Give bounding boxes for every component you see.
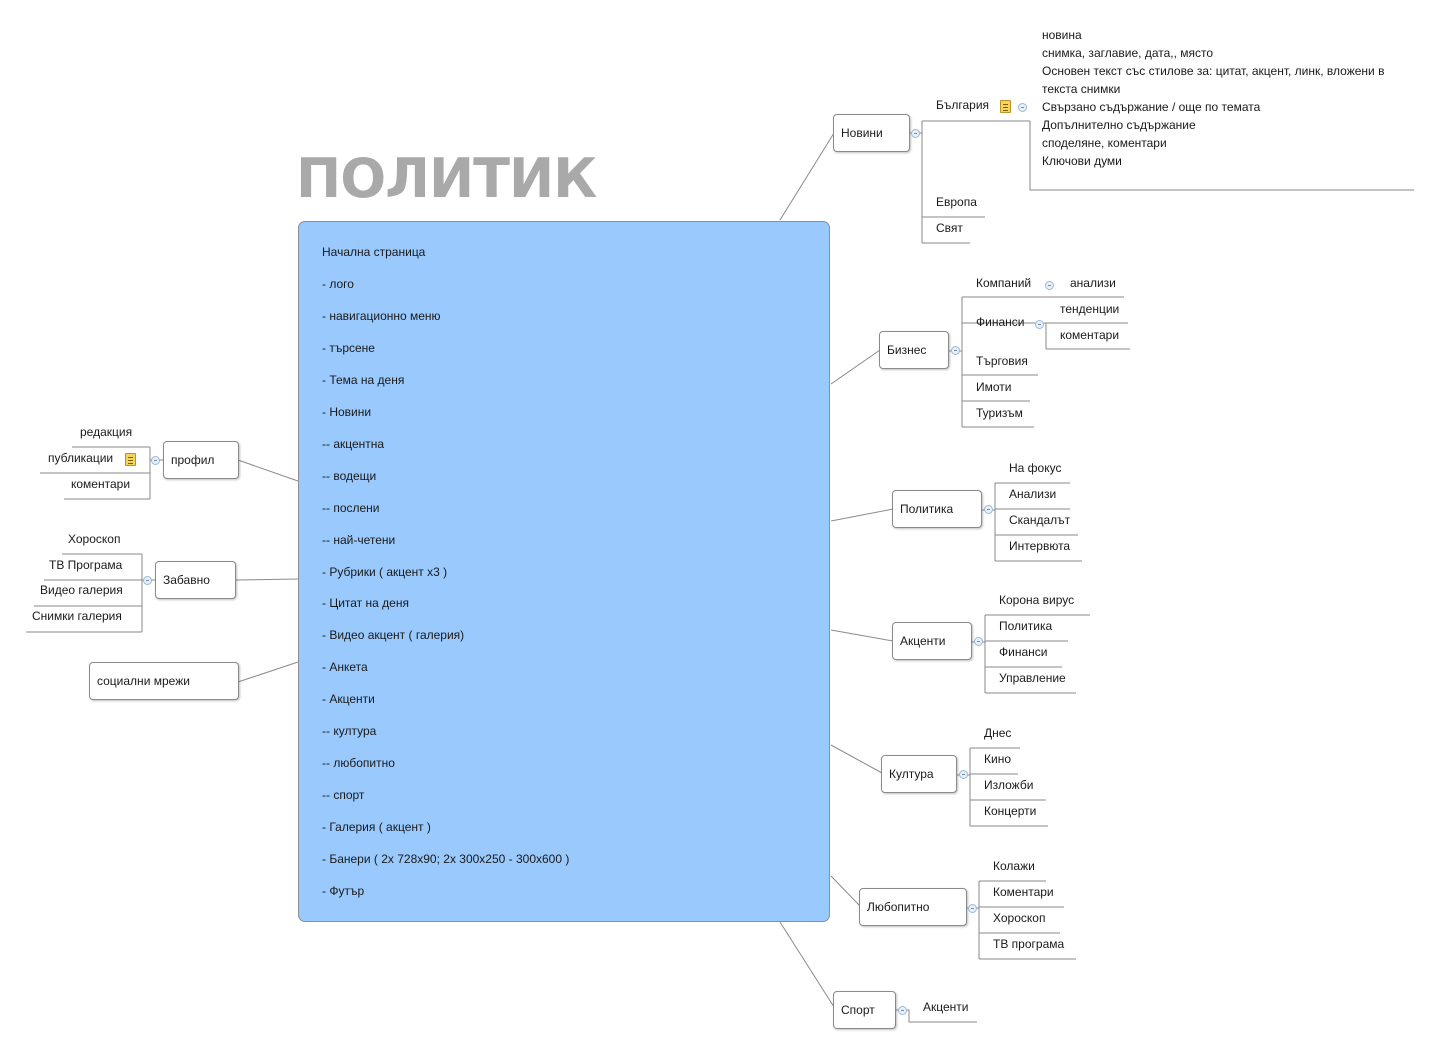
subtopic[interactable]: На фокус xyxy=(1009,461,1062,475)
topic-akcenti[interactable]: Акценти xyxy=(892,622,972,660)
subtopic-imoti[interactable]: Имоти xyxy=(976,380,1012,394)
subtopic[interactable]: Снимки галерия xyxy=(32,609,122,623)
collapse-toggle-icon[interactable] xyxy=(968,904,977,913)
central-item: - Галерия ( акцент ) xyxy=(322,820,431,834)
central-item: -- най-четени xyxy=(322,533,396,547)
subtopic[interactable]: ТВ програма xyxy=(993,937,1065,951)
subtopic[interactable]: Колажи xyxy=(993,859,1035,873)
subtopic[interactable]: редакция xyxy=(80,425,133,439)
collapse-toggle-icon[interactable] xyxy=(1018,103,1027,112)
subtopic[interactable]: Анализи xyxy=(1009,487,1057,501)
collapse-toggle-icon[interactable] xyxy=(143,576,152,585)
central-item: -- водещи xyxy=(322,469,377,483)
topic-novini[interactable]: Новини xyxy=(833,114,910,152)
central-item: - Акценти xyxy=(322,692,375,706)
subtopic[interactable]: Финанси xyxy=(999,645,1048,659)
note-icon[interactable] xyxy=(1000,100,1011,113)
collapse-toggle-icon[interactable] xyxy=(1045,281,1054,290)
topic-lyubopitno[interactable]: Любопитно xyxy=(859,888,967,926)
subtopic[interactable]: Скандалът xyxy=(1009,513,1071,527)
central-item: - Тема на деня xyxy=(322,373,405,387)
note-line: споделяне, коментари xyxy=(1042,136,1167,150)
subtopic[interactable]: Видео галерия xyxy=(40,583,123,597)
central-item: - лого xyxy=(322,277,354,291)
central-item: - Цитат на деня xyxy=(322,596,409,610)
collapse-toggle-icon[interactable] xyxy=(951,346,960,355)
subtopic-svyat[interactable]: Свят xyxy=(936,221,963,235)
subtopic[interactable]: Изложби xyxy=(984,778,1034,792)
central-item: - Рубрики ( акцент x3 ) xyxy=(322,565,448,579)
central-item: - търсене xyxy=(322,341,375,355)
topic-biznes[interactable]: Бизнес xyxy=(879,331,949,369)
collapse-toggle-icon[interactable] xyxy=(898,1006,907,1015)
central-item: -- акцентна xyxy=(322,437,385,451)
collapse-toggle-icon[interactable] xyxy=(974,637,983,646)
note-line: текста снимки xyxy=(1042,82,1121,96)
subtopic[interactable]: Управление xyxy=(999,671,1066,685)
subtopic[interactable]: Интервюта xyxy=(1009,539,1071,553)
subtopic[interactable]: Кино xyxy=(984,752,1011,766)
note-line: Допълнително съдържание xyxy=(1042,118,1196,132)
central-item: -- култура xyxy=(322,724,377,738)
subtopic-targoviya[interactable]: Търговия xyxy=(976,354,1028,368)
subtopic[interactable]: коментари xyxy=(71,477,131,491)
subtopic-bulgaria[interactable]: България xyxy=(936,98,990,112)
note-line: Ключови думи xyxy=(1042,154,1122,168)
subtopic[interactable]: Акценти xyxy=(923,1000,969,1014)
central-item: -- спорт xyxy=(322,788,365,802)
central-topic-home-page[interactable]: Начална страница - лого - навигационно м… xyxy=(298,221,830,922)
subtopic[interactable]: ТВ Програма xyxy=(49,558,123,572)
subtopic-finansi[interactable]: Финанси xyxy=(976,315,1025,329)
subtopic[interactable]: Днес xyxy=(984,726,1012,740)
collapse-toggle-icon[interactable] xyxy=(984,505,993,514)
collapse-toggle-icon[interactable] xyxy=(959,770,968,779)
collapse-toggle-icon[interactable] xyxy=(911,129,920,138)
topic-profil[interactable]: профил xyxy=(163,441,239,479)
topic-politika[interactable]: Политика xyxy=(892,490,982,528)
subtopic-komentari[interactable]: коментари xyxy=(1060,328,1120,342)
topic-socialni-mrezhi[interactable]: социални мрежи xyxy=(89,662,239,700)
subtopic-tendencii[interactable]: тенденции xyxy=(1060,302,1120,316)
subtopic[interactable]: Концерти xyxy=(984,804,1037,818)
note-line: новина xyxy=(1042,28,1082,42)
subtopic[interactable]: Коментари xyxy=(993,885,1054,899)
central-item: - Банери ( 2x 728x90; 2x 300x250 - 300x6… xyxy=(322,852,570,866)
central-item: -- послени xyxy=(322,501,380,515)
central-title: Начална страница xyxy=(322,245,426,259)
central-item: - Новини xyxy=(322,405,372,419)
politik-logo: ПОЛИТИК xyxy=(296,147,597,210)
topic-kultura[interactable]: Култура xyxy=(881,755,957,793)
subtopic-turizam[interactable]: Туризъм xyxy=(976,406,1023,420)
collapse-toggle-icon[interactable] xyxy=(1035,320,1044,329)
central-item: - навигационно меню xyxy=(322,309,441,323)
note-icon[interactable] xyxy=(125,453,136,466)
subtopic[interactable]: Хороскоп xyxy=(993,911,1046,925)
topic-zabavno[interactable]: Забавно xyxy=(155,561,236,599)
subtopic[interactable]: публикации xyxy=(48,451,114,465)
collapse-toggle-icon[interactable] xyxy=(151,456,160,465)
subtopic[interactable]: Хороскоп xyxy=(68,532,121,546)
central-item: - Анкета xyxy=(322,660,368,674)
note-line: снимка, заглавие, дата,, място xyxy=(1042,46,1214,60)
note-line: Свързано съдържание / още по темата xyxy=(1042,100,1261,114)
topic-sport[interactable]: Спорт xyxy=(833,991,896,1029)
subtopic-analizi[interactable]: анализи xyxy=(1070,276,1116,290)
central-item: -- любопитно xyxy=(322,756,395,770)
central-item: - Видео акцент ( галерия) xyxy=(322,628,465,642)
note-line: Основен текст със стилове за: цитат, акц… xyxy=(1042,64,1385,78)
central-item: - Футър xyxy=(322,884,365,898)
subtopic[interactable]: Политика xyxy=(999,619,1053,633)
bulgaria-note-content: новина снимка, заглавие, дата,, място Ос… xyxy=(1042,26,1412,170)
subtopic[interactable]: Корона вирус xyxy=(999,593,1075,607)
subtopic-kompanii[interactable]: Компаний xyxy=(976,276,1032,290)
subtopic-evropa[interactable]: Европа xyxy=(936,195,977,209)
